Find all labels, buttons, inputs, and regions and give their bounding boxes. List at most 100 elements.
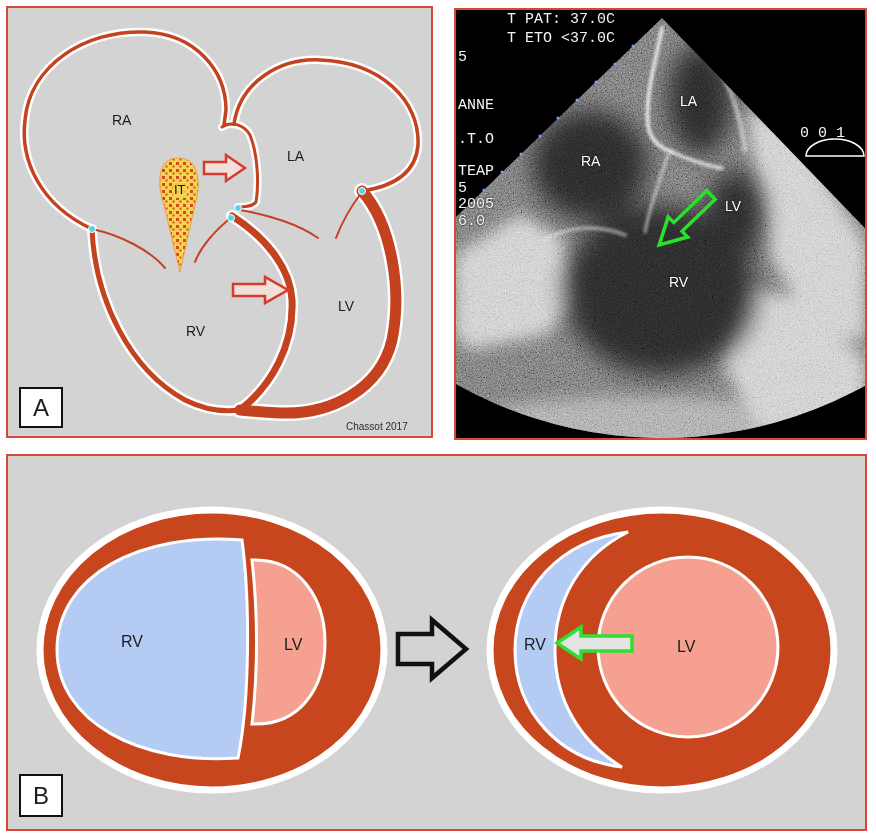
depth-dot — [520, 153, 523, 156]
echo-chamber-label: LA — [680, 93, 697, 109]
echo-readout: ANNE — [458, 98, 494, 114]
echo-chamber-label: LV — [725, 198, 741, 214]
heart-outline — [24, 32, 418, 413]
echo-chamber-label-text: LV — [725, 198, 741, 214]
depth-dot — [539, 135, 542, 138]
echo-readout-text: 6.0 — [458, 213, 485, 230]
echo-readout-text: T PAT: 37.0C — [507, 11, 615, 28]
green-arrow — [649, 185, 720, 255]
myocardium — [40, 510, 384, 790]
echo-readout-text: 5 — [458, 49, 467, 66]
la-wall — [234, 60, 418, 191]
echo-readout: T ETO <37.0C — [507, 31, 615, 47]
rv-cavity — [57, 539, 248, 759]
chamber-name: LV — [284, 636, 302, 654]
fan-speckle — [456, 10, 865, 438]
echo-image — [456, 10, 865, 438]
echo-readout-text: 0 0 1 — [800, 125, 845, 142]
echo-chamber-label: RV — [669, 274, 688, 290]
chamber-region: LV — [334, 296, 358, 316]
echo-arrow — [649, 185, 720, 255]
chamber-name: RA — [112, 112, 131, 128]
depth-dots — [483, 45, 635, 192]
echo-readout: 2005 — [458, 197, 494, 213]
panel-tag: A — [19, 387, 63, 428]
echo-readout-text: T ETO <37.0C — [507, 30, 615, 47]
annulus-dot — [359, 188, 366, 195]
echo-readout: 5 — [458, 181, 467, 197]
cavity-region: LV — [673, 636, 699, 658]
fan-speckle — [456, 10, 865, 438]
depth-dot — [576, 99, 579, 102]
author-credit-text: Chassot 2017 — [346, 421, 408, 432]
tricuspid-leaflet — [195, 217, 232, 262]
echo-readout-text: ANNE — [458, 97, 494, 114]
depth-dot — [483, 189, 486, 192]
panel-b-frame — [7, 455, 866, 830]
annulus-dot — [89, 226, 96, 233]
echo-chamber-label: RA — [581, 153, 600, 169]
shift-arrow — [204, 155, 245, 181]
jet-region: IT — [169, 181, 191, 200]
echo-readout: 5 — [458, 50, 467, 66]
myocardium — [490, 510, 834, 790]
shift-arrow — [233, 277, 288, 303]
cavity-region: RV — [520, 634, 550, 656]
panel-a-frame — [7, 7, 432, 437]
echo-readout-text: 5 — [458, 180, 467, 197]
lv-cavity — [252, 560, 325, 724]
echo-readout: 0 0 1 — [800, 126, 845, 142]
lv-wall-halo — [240, 191, 396, 413]
tricuspid-leaflet — [92, 229, 165, 268]
annulus-dot — [228, 215, 235, 222]
mitral-leaflet — [336, 192, 362, 238]
panel-letter: A — [33, 394, 49, 422]
depth-dot — [632, 45, 635, 48]
echo-readout: 6.0 — [458, 214, 485, 230]
annulus-dots — [89, 188, 366, 233]
echo-chamber-label-text: RV — [669, 274, 688, 290]
echo-chamber-label-text: RA — [581, 153, 600, 169]
cavity-region: LV — [280, 634, 306, 656]
echo-chamber-label-text: LA — [680, 93, 697, 109]
panel-letter: B — [33, 782, 49, 810]
depth-dot — [614, 63, 617, 66]
chamber-name: LV — [338, 298, 354, 314]
depth-dot — [557, 117, 560, 120]
echo-readout: TEAP — [458, 164, 494, 180]
echo-readout: .T.O — [458, 132, 494, 148]
echo-readout-text: .T.O — [458, 131, 494, 148]
chamber-region: LA — [283, 146, 308, 166]
echo-readout-text: TEAP — [458, 163, 494, 180]
fan-ground — [456, 10, 865, 438]
chamber-name: RV — [524, 636, 546, 654]
cavity-region: RV — [117, 631, 147, 653]
echo-readout-text: 2005 — [458, 196, 494, 213]
rv-wall-halo — [92, 229, 240, 411]
echo-fan — [456, 10, 865, 438]
rv-free-wall — [92, 229, 240, 411]
chamber-region: RV — [182, 321, 209, 341]
ivs-halo — [232, 216, 292, 410]
la-wall-halo — [234, 60, 418, 191]
depth-dot — [595, 81, 598, 84]
panel-tag: B — [19, 774, 63, 817]
lv-free-wall — [240, 191, 396, 413]
heart-halo — [24, 32, 418, 413]
chamber-region: RA — [108, 110, 135, 130]
echo-readout: T PAT: 37.0C — [507, 12, 615, 28]
jet-name: IT — [173, 183, 187, 198]
chamber-name: RV — [186, 323, 205, 339]
green-arrow — [557, 627, 632, 659]
chamber-name: LA — [287, 148, 304, 164]
it-jet — [160, 158, 198, 272]
chamber-name: RV — [121, 633, 143, 651]
annulus-dot — [235, 205, 242, 212]
chamber-name: LV — [677, 638, 695, 656]
author-credit: Chassot 2017 — [346, 421, 408, 433]
depth-dot — [501, 171, 504, 174]
interventricular-septum — [232, 216, 292, 410]
transition-arrow — [398, 620, 466, 678]
